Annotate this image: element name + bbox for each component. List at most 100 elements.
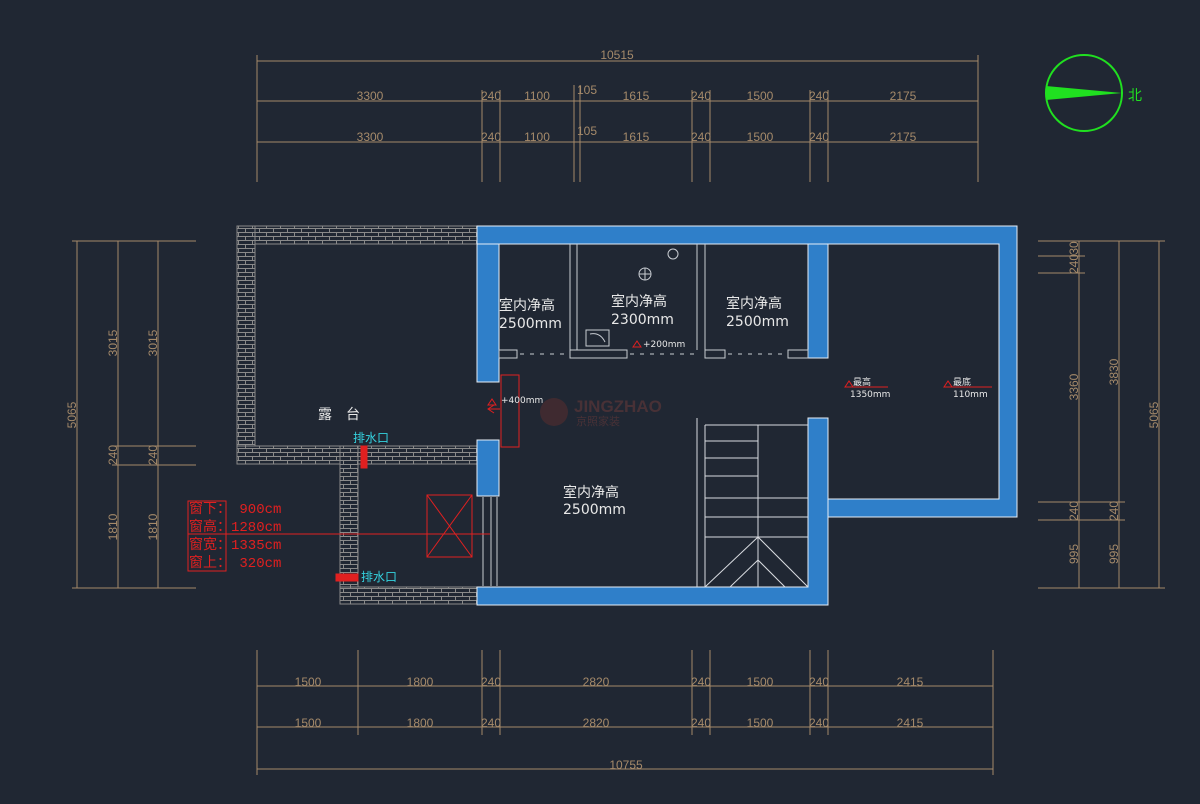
right-dimensions: 30 240 3360 240 995 3830 240 995 5065: [1038, 240, 1165, 589]
dim-label: 1810: [146, 513, 160, 540]
bottom-ticks: [256, 650, 994, 775]
dim-label: 1500: [747, 716, 774, 730]
dim-label: 240: [481, 675, 501, 689]
room-label: 室内净高: [611, 293, 667, 310]
dim-top-total: 10515: [600, 48, 634, 62]
dim-label: 2820: [583, 675, 610, 689]
window-line: 窗宽：1335cm: [189, 536, 281, 554]
staircase: [696, 418, 809, 588]
dim-label: 2175: [890, 130, 917, 144]
dim-label: 240: [691, 675, 711, 689]
dim-label: 240: [809, 716, 829, 730]
red-annotations: [187, 374, 520, 582]
level-plus400: +400mm: [501, 396, 543, 406]
room-height: 2500mm: [563, 502, 626, 518]
highest-label: 最高: [853, 376, 871, 388]
top-ticks: [256, 55, 979, 182]
blue-walls: [476, 225, 1018, 606]
room-label: 室内净高: [726, 295, 782, 312]
dim-label: 240: [481, 89, 501, 103]
dim-label: 995: [1107, 544, 1121, 564]
window-line: 窗高：1280cm: [189, 518, 281, 536]
level-markers: [487, 340, 992, 406]
dim-label: 3300: [357, 130, 384, 144]
dim-bottom-total: 10755: [609, 758, 643, 772]
marker-texts: +200mm +400mm 最高 1350mm 最底 110mm 排水口 排水口: [353, 340, 988, 584]
dim-label: 2175: [890, 89, 917, 103]
terrace-label: 露 台: [318, 407, 360, 423]
dim-label: 1800: [407, 716, 434, 730]
marker-triangle: [632, 340, 642, 348]
room-height: 2500mm: [499, 316, 562, 332]
watermark: JINGZHAO 京照家装: [540, 397, 662, 428]
dim-label: 240: [809, 675, 829, 689]
dim-label: 1100: [524, 130, 550, 144]
dim-right-total: 5065: [1147, 401, 1161, 428]
dim-label: 3360: [1067, 373, 1081, 400]
dim-label: 1500: [295, 716, 322, 730]
north-compass: 北: [1045, 54, 1142, 132]
dim-label: 240: [809, 130, 829, 144]
dim-label: 995: [1067, 544, 1081, 564]
window-line: 窗下： 900cm: [189, 500, 281, 518]
dim-label: 240: [481, 716, 501, 730]
window-symbol: [426, 494, 473, 558]
window-info: 窗下： 900cm 窗高：1280cm 窗宽：1335cm 窗上： 320cm: [189, 500, 281, 572]
room-height: 2300mm: [611, 312, 674, 328]
dim-label: 1615: [623, 130, 650, 144]
window-line: 窗上： 320cm: [189, 554, 281, 572]
left-dimensions: 5065 3015 240 1810 3015 240 1810: [65, 240, 196, 589]
dim-label: 240: [691, 89, 711, 103]
dim-label: 240: [1067, 254, 1081, 274]
room-label: 室内净高: [563, 484, 619, 501]
compass-needle-icon: [1046, 86, 1122, 100]
dim-label: 1500: [747, 89, 774, 103]
dim-label: 2820: [583, 716, 610, 730]
highest-value: 1350mm: [850, 390, 890, 400]
room-label: 室内净高: [499, 297, 555, 314]
dim-label: 3300: [357, 89, 384, 103]
dim-label: 240: [691, 130, 711, 144]
drain-label: 排水口: [353, 431, 389, 445]
dim-label: 240: [691, 716, 711, 730]
dim-label: 2415: [897, 716, 924, 730]
lowest-value: 110mm: [953, 390, 988, 400]
room-height: 2500mm: [726, 314, 789, 330]
bottom-dimensions: 1500 1800 240 2820 240 1500 240 2415 150…: [256, 650, 994, 775]
dim-label: 3015: [106, 329, 120, 356]
marker-triangle: [844, 380, 854, 388]
dim-label: 240: [1067, 501, 1081, 521]
dim-label: 240: [146, 445, 160, 465]
watermark-title: JINGZHAO: [574, 397, 662, 416]
top-dimensions: 10515 3300 240 1100 105 1615 240 1500 24…: [256, 48, 979, 182]
north-label: 北: [1128, 88, 1142, 104]
dim-label: 2415: [897, 675, 924, 689]
lowest-label: 最底: [953, 376, 971, 388]
room-labels: 室内净高 2500mm 室内净高 2300mm 室内净高 2500mm 室内净高…: [318, 293, 789, 518]
dim-label: 1500: [747, 675, 774, 689]
dim-label: 240: [481, 130, 501, 144]
dim-label: 30: [1067, 241, 1081, 255]
dim-label: 105: [577, 124, 597, 138]
dim-label: 1810: [106, 513, 120, 540]
dim-label: 105: [577, 83, 597, 97]
dim-label: 240: [106, 445, 120, 465]
brick-walls: [236, 225, 479, 605]
dim-label: 240: [809, 89, 829, 103]
drain-label: 排水口: [361, 570, 397, 584]
dim-left-total: 5065: [65, 401, 79, 428]
dim-label: 1100: [524, 89, 550, 103]
interior-lines: [482, 244, 809, 586]
dim-label: 240: [1107, 501, 1121, 521]
marker-triangle: [943, 380, 953, 388]
watermark-logo-icon: [540, 398, 568, 426]
dim-label: 1800: [407, 675, 434, 689]
watermark-subtitle: 京照家装: [576, 414, 620, 428]
dim-label: 1500: [747, 130, 774, 144]
dim-label: 1500: [295, 675, 322, 689]
level-plus200: +200mm: [643, 340, 685, 350]
marker-triangle: [487, 398, 497, 406]
dim-label: 1615: [623, 89, 650, 103]
dim-label: 3830: [1107, 358, 1121, 385]
